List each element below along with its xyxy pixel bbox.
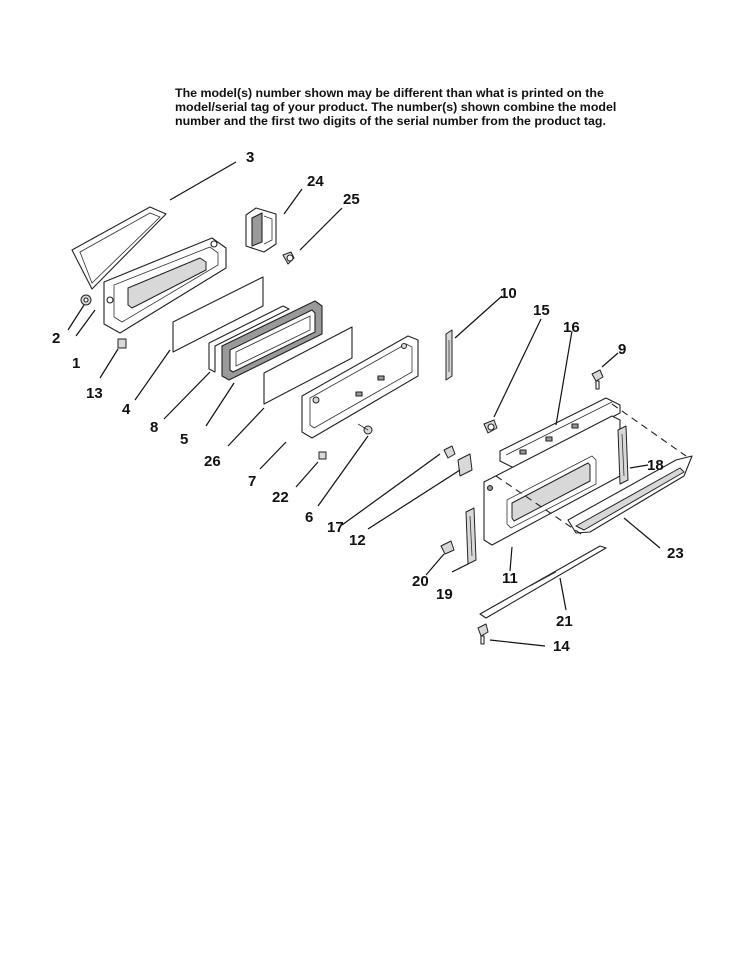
part-13-clip — [117, 338, 127, 349]
callout-26: 26 — [204, 453, 221, 470]
model-number-notice: The model(s) number shown may be differe… — [175, 86, 617, 128]
part-21-bottom-trim — [479, 545, 607, 619]
callout-1: 1 — [72, 355, 80, 372]
part-4-glass — [172, 276, 264, 353]
callout-6: 6 — [305, 509, 313, 526]
callout-2: 2 — [52, 330, 60, 347]
part-22-clip — [318, 451, 327, 460]
part-25-screw — [282, 251, 295, 265]
part-24-bracket — [245, 207, 277, 253]
callout-23: 23 — [667, 545, 684, 562]
callout-5: 5 — [180, 431, 188, 448]
part-3-gasket — [71, 206, 167, 290]
callout-24: 24 — [307, 173, 324, 190]
callout-4: 4 — [122, 401, 131, 418]
part-18-side-vent — [617, 425, 629, 485]
part-10-hinge-strip — [445, 329, 453, 381]
part-14-screw — [477, 623, 489, 645]
part-23-handle — [567, 455, 693, 534]
callout-21: 21 — [556, 613, 573, 630]
callout-14: 14 — [553, 638, 570, 655]
callout-17: 17 — [327, 519, 344, 536]
part-20-screw — [440, 540, 455, 555]
part-9-screw — [591, 369, 604, 390]
part-16-top-rail — [499, 397, 621, 469]
part-7-outer-panel — [301, 335, 419, 439]
leader-lines — [67, 161, 661, 647]
notice-line-3: number and the first two digits of the s… — [175, 114, 606, 128]
callout-8: 8 — [150, 419, 158, 436]
part-19-left-vent — [465, 507, 477, 565]
callout-10: 10 — [500, 285, 517, 302]
callout-20: 20 — [412, 573, 429, 590]
callout-22: 22 — [272, 489, 289, 506]
part-12-bracket — [457, 453, 473, 477]
notice-line-2: model/serial tag of your product. The nu… — [175, 100, 617, 114]
part-17-screw — [443, 445, 456, 459]
callout-18: 18 — [647, 457, 664, 474]
part-6-screw — [357, 423, 373, 435]
part-8-glass-seal — [208, 305, 290, 373]
callout-7: 7 — [248, 473, 256, 490]
part-5-glass-pack — [221, 300, 323, 381]
callout-12: 12 — [349, 532, 366, 549]
callout-19: 19 — [436, 586, 453, 603]
part-2-screw — [80, 294, 92, 306]
notice-line-1: The model(s) number shown may be differe… — [175, 86, 604, 100]
callout-3: 3 — [246, 149, 254, 166]
callout-13: 13 — [86, 385, 103, 402]
callout-25: 25 — [343, 191, 360, 208]
callout-15: 15 — [533, 302, 550, 319]
callout-9: 9 — [618, 341, 626, 358]
part-15-screw — [483, 419, 498, 434]
part-1-inner-door-frame — [103, 237, 227, 334]
callout-16: 16 — [563, 319, 580, 336]
part-26-glass — [263, 326, 353, 405]
callout-11: 11 — [502, 570, 518, 587]
